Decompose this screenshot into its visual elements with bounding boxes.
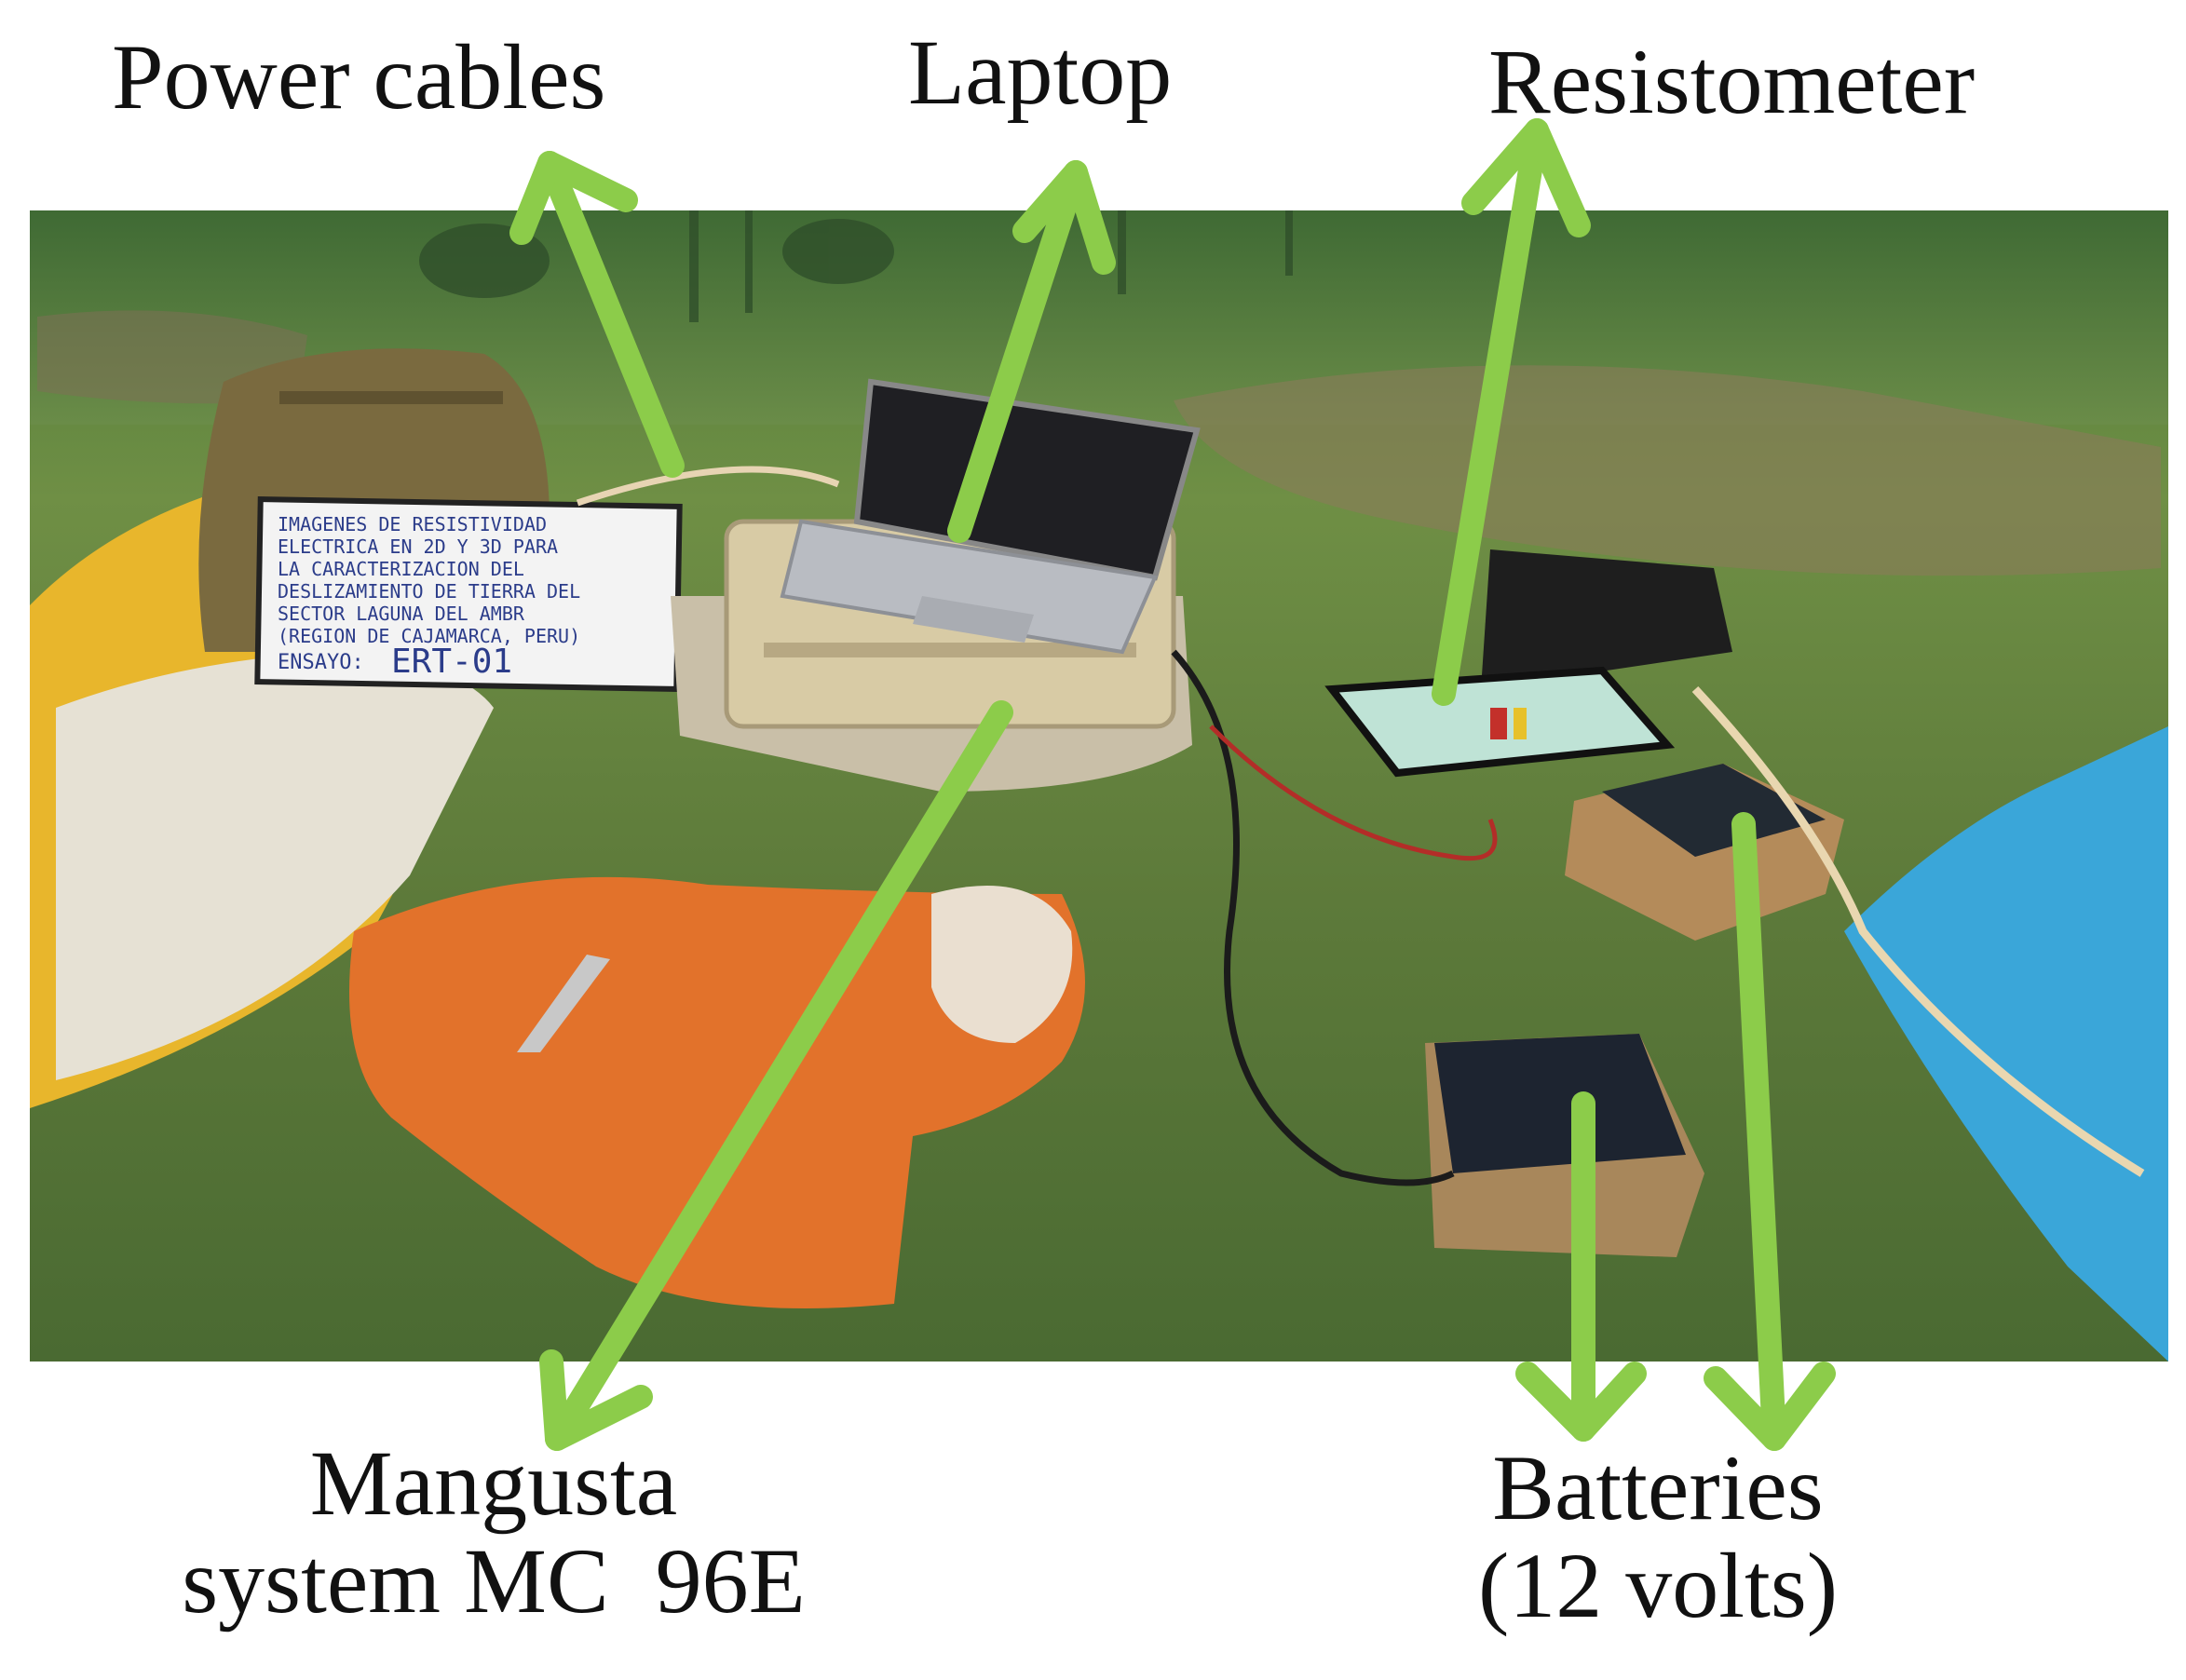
whiteboard-ert-label: ERT-01 <box>391 643 512 681</box>
orange-jacket-hood <box>931 886 1073 1043</box>
whiteboard-line-3: LA CARACTERIZACION DEL <box>278 558 524 580</box>
whiteboard-line-6: (REGION DE CAJAMARCA, PERU) <box>278 625 580 647</box>
arrow-battery-lower <box>1515 1091 1647 1442</box>
arrow-laptop <box>947 160 1116 543</box>
whiteboard-line-2: ELECTRICA EN 2D Y 3D PARA <box>278 535 558 558</box>
label-power-cables: Power cables <box>112 25 606 129</box>
whiteboard-line-7: ENSAYO: <box>278 651 364 674</box>
bare-soil-patch <box>1174 365 2161 576</box>
whiteboard-line-1: IMAGENES DE RESISTIVIDAD <box>278 513 547 535</box>
field-photograph: IMAGENES DE RESISTIVIDAD ELECTRICA EN 2D… <box>30 210 2168 1362</box>
label-mangusta-line-2: system MC 96E <box>182 1529 806 1633</box>
label-mangusta-system: Mangusta system MC 96E <box>98 1434 889 1630</box>
whiteboard-sign: IMAGENES DE RESISTIVIDAD ELECTRICA EN 2D… <box>254 496 683 692</box>
resistometer-object <box>1324 549 1732 778</box>
reflective-stripe <box>517 955 610 1052</box>
label-batteries: Batteries (12 volts) <box>1397 1439 1919 1634</box>
backpack-strap <box>279 391 503 404</box>
label-batteries-line-1: Batteries <box>1492 1436 1824 1539</box>
whiteboard-line-4: DESLIZAMIENTO DE TIERRA DEL <box>278 580 580 603</box>
arrow-power-cables <box>509 151 685 478</box>
laptop-object <box>780 378 1201 655</box>
trees <box>419 210 1293 322</box>
laptop-trackpad <box>913 596 1034 643</box>
resistometer-lid <box>1481 549 1732 689</box>
resistometer-terminal-yellow <box>1514 708 1527 739</box>
arrow-resistometer <box>1432 118 1591 706</box>
annotation-arrows <box>509 118 1836 1451</box>
arrow-mangusta <box>539 700 1013 1451</box>
orange-jacket <box>349 876 1085 1308</box>
label-mangusta-line-1: Mangusta <box>309 1431 678 1535</box>
label-laptop: Laptop <box>908 20 1173 124</box>
mangusta-case-latch <box>764 643 1136 657</box>
label-resistometer: Resistometer <box>1488 30 1976 133</box>
battery-upper <box>1565 764 1844 941</box>
battery-lower <box>1425 1034 1704 1257</box>
label-batteries-line-2: (12 volts) <box>1477 1534 1839 1637</box>
blue-tarp <box>1844 726 2168 1362</box>
laptop-keyboard <box>780 519 1158 655</box>
white-cloth <box>56 652 494 1080</box>
whiteboard-line-5: SECTOR LAGUNA DEL AMBR <box>278 603 525 625</box>
resistometer-terminal-red <box>1490 708 1507 739</box>
cables <box>576 466 2145 1186</box>
arrow-battery-upper <box>1704 812 1836 1451</box>
